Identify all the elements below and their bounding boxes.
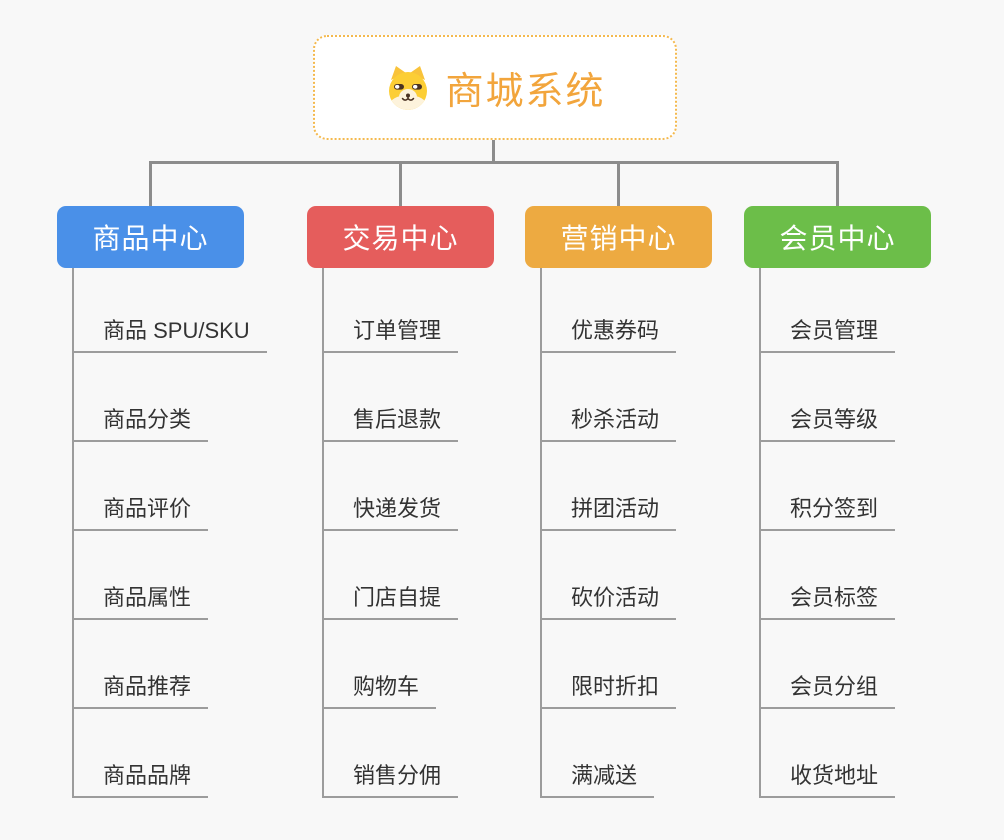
leaf-column-marketing: 优惠券码 秒杀活动 拼团活动 砍价活动 限时折扣 满减送 bbox=[540, 268, 677, 798]
leaf-node[interactable]: 门店自提 bbox=[324, 531, 459, 620]
branch-node-product-center[interactable]: 商品中心 bbox=[57, 206, 244, 268]
leaf-node[interactable]: 商品推荐 bbox=[74, 620, 209, 709]
leaf-node[interactable]: 收货地址 bbox=[761, 709, 896, 798]
branch-label: 交易中心 bbox=[342, 223, 459, 254]
leaf-node[interactable]: 订单管理 bbox=[324, 268, 459, 353]
leaf-node[interactable]: 限时折扣 bbox=[542, 620, 677, 709]
leaf-node[interactable]: 商品评价 bbox=[74, 442, 209, 531]
branch-label: 会员中心 bbox=[779, 223, 896, 254]
leaf-node[interactable]: 满减送 bbox=[542, 709, 655, 798]
root-title: 商城系统 bbox=[445, 71, 606, 113]
leaf-node[interactable]: 销售分佣 bbox=[324, 709, 459, 798]
connector-drop-branch-3 bbox=[617, 163, 620, 207]
dog-face-icon bbox=[389, 65, 428, 110]
leaf-node[interactable]: 商品品牌 bbox=[74, 709, 209, 798]
leaf-node[interactable]: 会员标签 bbox=[761, 531, 896, 620]
leaf-node[interactable]: 会员等级 bbox=[761, 353, 896, 442]
leaf-node[interactable]: 拼团活动 bbox=[542, 442, 677, 531]
root-node[interactable]: 商城系统 bbox=[313, 35, 677, 140]
leaf-column-product: 商品 SPU/SKU 商品分类 商品评价 商品属性 商品推荐 商品品牌 bbox=[72, 268, 267, 798]
leaf-node[interactable]: 快递发货 bbox=[324, 442, 459, 531]
leaf-node[interactable]: 售后退款 bbox=[324, 353, 459, 442]
leaf-node[interactable]: 商品 SPU/SKU bbox=[74, 268, 267, 353]
connector-drop-branch-4 bbox=[836, 163, 839, 207]
branch-node-member-center[interactable]: 会员中心 bbox=[744, 206, 931, 268]
branch-label: 营销中心 bbox=[560, 223, 677, 254]
branch-node-trade-center[interactable]: 交易中心 bbox=[307, 206, 494, 268]
branch-node-marketing-center[interactable]: 营销中心 bbox=[525, 206, 712, 268]
leaf-node[interactable]: 商品属性 bbox=[74, 531, 209, 620]
connector-horizontal-rail bbox=[149, 161, 839, 164]
connector-drop-branch-2 bbox=[399, 163, 402, 207]
leaf-node[interactable]: 优惠券码 bbox=[542, 268, 677, 353]
leaf-node[interactable]: 购物车 bbox=[324, 620, 437, 709]
leaf-node[interactable]: 砍价活动 bbox=[542, 531, 677, 620]
leaf-node[interactable]: 积分签到 bbox=[761, 442, 896, 531]
leaf-column-trade: 订单管理 售后退款 快递发货 门店自提 购物车 销售分佣 bbox=[322, 268, 459, 798]
leaf-node[interactable]: 会员管理 bbox=[761, 268, 896, 353]
leaf-node[interactable]: 会员分组 bbox=[761, 620, 896, 709]
leaf-node[interactable]: 商品分类 bbox=[74, 353, 209, 442]
connector-root-vertical bbox=[492, 140, 495, 163]
branch-label: 商品中心 bbox=[92, 223, 209, 254]
connector-drop-branch-1 bbox=[149, 163, 152, 207]
leaf-column-member: 会员管理 会员等级 积分签到 会员标签 会员分组 收货地址 bbox=[759, 268, 896, 798]
leaf-node[interactable]: 秒杀活动 bbox=[542, 353, 677, 442]
